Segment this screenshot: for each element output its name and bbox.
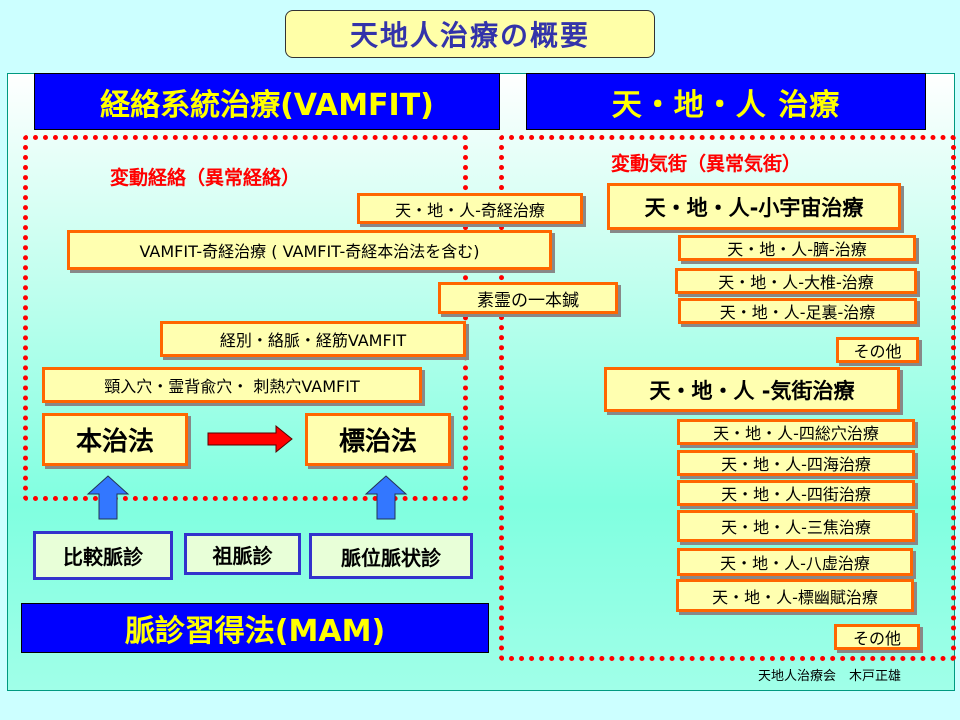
abnormal-meridian-label: 変動経絡（異常経絡）	[110, 167, 301, 189]
vamfit-extraordinary-vessel-box: VAMFIT-奇経治療 ( VAMFIT-奇経本治法を含む)	[67, 230, 552, 270]
other-box-2: その他	[834, 624, 920, 650]
author-credit: 天地人治療会 木戸正雄	[758, 669, 902, 684]
meridian-treatment-header: 経絡系統治療(VAMFIT)	[34, 73, 500, 130]
tenchijin-extraordinary-vessel-box: 天・地・人-奇経治療	[357, 193, 583, 224]
microcosm-treatment-box: 天・地・人-小宇宙治療	[607, 183, 901, 230]
other-box-1: その他	[836, 337, 919, 363]
eight-deficiencies-treatment-box: 天・地・人-八虚治療	[677, 548, 913, 576]
four-streets-treatment-box: 天・地・人-四街治療	[677, 480, 915, 506]
abnormal-meridian-region	[23, 135, 468, 501]
abnormal-qi-street-region	[499, 135, 956, 661]
divergent-collateral-sinew-vamfit-box: 経別・絡脈・経筋VAMFIT	[160, 321, 466, 357]
pulse-learning-method-header: 脈診習得法(MAM)	[21, 603, 489, 653]
basic-pulse-diagnosis-box: 祖脈診	[184, 533, 301, 575]
comparative-pulse-diagnosis-box: 比較脈診	[33, 531, 173, 580]
soryo-single-needle-box: 素霊の一本鍼	[438, 282, 618, 314]
abnormal-qi-street-label: 変動気街（異常気街）	[611, 153, 802, 175]
biaoyoufu-treatment-box: 天・地・人-標幽賦治療	[676, 579, 914, 612]
up-arrow-icon	[364, 475, 408, 520]
umbilicus-treatment-box: 天・地・人-臍-治療	[678, 235, 916, 261]
branch-treatment-box: 標治法	[305, 413, 451, 466]
dazhui-treatment-box: 天・地・人-大椎-治療	[675, 268, 917, 294]
triple-burner-treatment-box: 天・地・人-三焦治療	[677, 510, 915, 542]
tenchijin-treatment-header: 天・地・人 治療	[526, 73, 926, 130]
right-arrow-icon	[207, 424, 293, 454]
neck-back-points-vamfit-box: 頸入穴・霊背兪穴・ 刺熱穴VAMFIT	[42, 367, 422, 403]
pulse-position-diagnosis-box: 脈位脈状診	[309, 533, 473, 579]
root-treatment-box: 本治法	[42, 413, 188, 466]
qi-street-treatment-box: 天・地・人 -気街治療	[604, 367, 900, 412]
four-seas-treatment-box: 天・地・人-四海治療	[677, 450, 915, 476]
sole-treatment-box: 天・地・人-足裏-治療	[678, 298, 917, 324]
up-arrow-icon	[86, 475, 130, 520]
page-title: 天地人治療の概要	[285, 10, 655, 58]
four-command-points-treatment-box: 天・地・人-四総穴治療	[677, 419, 915, 445]
